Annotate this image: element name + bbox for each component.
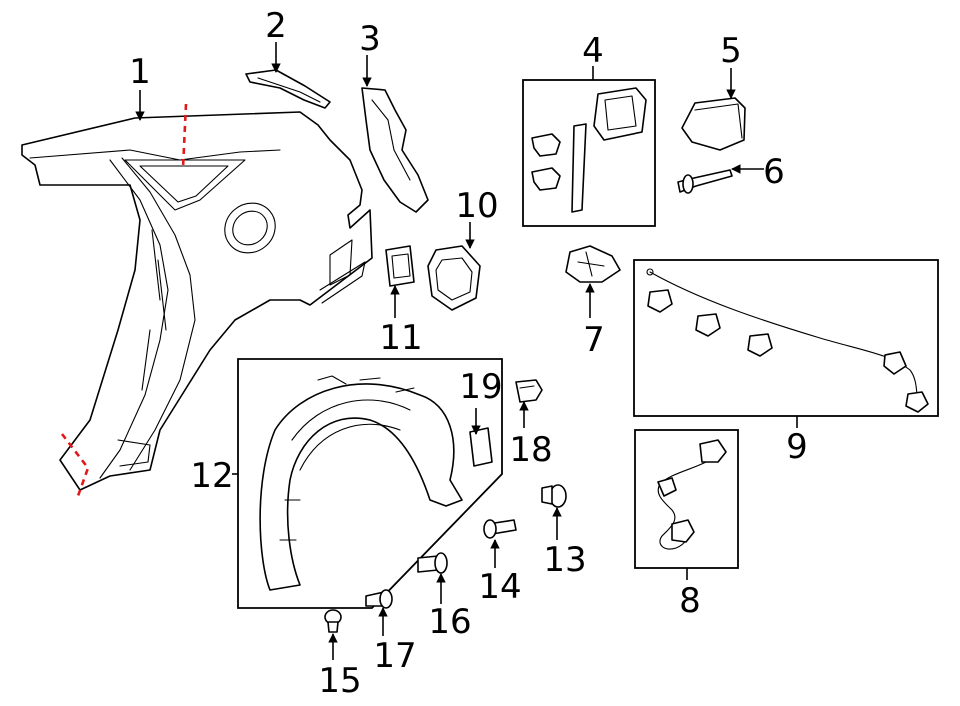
bolt-14 (483, 519, 517, 539)
bracket (565, 245, 621, 283)
callout-17: 17 (373, 636, 416, 676)
wire-harness-kit (634, 429, 739, 569)
callout-13: 13 (543, 540, 586, 580)
retainer-clip (385, 245, 415, 287)
callout-5: 5 (720, 31, 742, 71)
nut-15 (324, 609, 342, 633)
rivet (677, 169, 733, 194)
callout-12: 12 (190, 456, 233, 496)
fuel-door-kit (522, 79, 656, 227)
stud-16 (417, 552, 448, 574)
upper-extension (245, 69, 331, 109)
callout-15: 15 (318, 661, 361, 701)
callout-1: 1 (129, 52, 151, 92)
screw-17 (365, 589, 393, 609)
clip-18 (515, 379, 543, 403)
callout-16: 16 (428, 602, 471, 642)
cut-lines (60, 103, 188, 497)
callout-8: 8 (679, 581, 701, 621)
callout-18: 18 (509, 430, 552, 470)
leader-lines (135, 42, 798, 660)
callout-6: 6 (763, 152, 785, 192)
callout-3: 3 (359, 19, 381, 59)
callout-19: 19 (459, 367, 502, 407)
callout-9: 9 (786, 427, 808, 467)
callout-labels: 1 2 3 4 5 6 7 8 9 10 11 12 13 14 15 16 1… (129, 6, 808, 701)
callout-7: 7 (583, 320, 605, 360)
callout-10: 10 (455, 186, 498, 226)
cut-line-lower (60, 433, 90, 497)
callout-4: 4 (582, 31, 604, 71)
pillar-reinforcement (361, 87, 429, 213)
fender-liner-kit (237, 358, 503, 609)
fuel-housing (681, 97, 746, 151)
callout-11: 11 (379, 318, 422, 358)
quarter-panel (21, 111, 373, 491)
push-clip (541, 484, 567, 508)
callout-14: 14 (478, 567, 521, 607)
callout-2: 2 (265, 6, 287, 46)
grommet-frame (427, 245, 481, 311)
release-cable-kit (633, 259, 939, 417)
